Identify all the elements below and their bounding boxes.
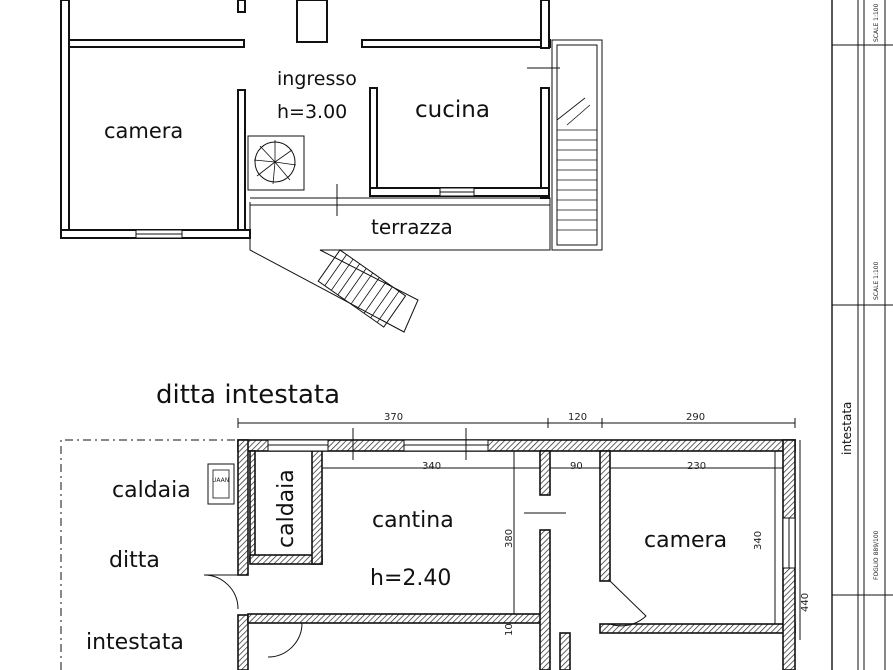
wall-kitchen-top — [361, 39, 551, 48]
scale-label-top: SCALE 1:100 — [873, 3, 880, 42]
wall-camera-left-lower — [599, 450, 611, 582]
room-label-camera-upper: camera — [104, 119, 183, 143]
room-label-camera-lower: camera — [644, 528, 727, 553]
lower-floor-plan: ditta intestata 370 120 290 340 90 230 — [60, 380, 811, 670]
scale-label-mid: SCALE 1:100 — [873, 261, 880, 300]
dim-120: 120 — [568, 412, 587, 423]
wall-lower-left — [237, 439, 249, 576]
terrace-outline — [249, 197, 551, 333]
wall-entry-door — [296, 0, 328, 43]
foglio-label: FOGLIO 889/100 — [873, 530, 880, 580]
title-intestata: intestata — [840, 402, 854, 455]
meter-box-label: UAAN — [212, 477, 229, 484]
door-cantina-bottom — [267, 622, 303, 658]
room-height-ingresso: h=3.00 — [277, 101, 347, 123]
upper-floor-plan: camera ingresso h=3.00 cucina terrazza — [60, 0, 603, 333]
dim-340-inner: 340 — [422, 461, 441, 472]
spiral-stair — [247, 135, 305, 191]
wall-caldaia-right — [311, 450, 323, 565]
wall-top-stub — [237, 0, 246, 13]
dim-340-side: 340 — [753, 531, 764, 550]
room-label-ingresso: ingresso — [277, 68, 357, 90]
right-stair — [527, 39, 603, 251]
dim-440: 440 — [800, 593, 811, 612]
wall-camera-top — [68, 39, 245, 48]
label-caldaia-outside: caldaia — [112, 478, 191, 503]
diagonal-stair — [317, 249, 407, 328]
label-caldaia-inside: caldaia — [274, 469, 299, 548]
wall-mid-upper — [539, 450, 551, 496]
wall-kitchen-right — [540, 87, 550, 199]
dim-10: 10 — [504, 623, 515, 636]
dim-290: 290 — [686, 412, 705, 423]
label-intestata: intestata — [86, 630, 184, 655]
dim-230: 230 — [687, 461, 706, 472]
owner-heading: ditta intestata — [156, 380, 340, 410]
wall-cantina-bottom — [247, 613, 549, 624]
room-label-cucina: cucina — [415, 97, 490, 123]
wall-camera-right — [237, 89, 246, 231]
room-label-terrazza: terrazza — [371, 215, 453, 239]
dim-380: 380 — [504, 529, 515, 548]
property-boundary — [60, 439, 238, 670]
meter-box: UAAN — [207, 463, 235, 505]
wall-kitchen-left — [369, 87, 378, 191]
door-exterior — [203, 574, 239, 610]
room-height-cantina: h=2.40 — [370, 566, 451, 591]
dim-370: 370 — [384, 412, 403, 423]
wall-lower-bottom-stub — [559, 632, 571, 670]
room-label-cantina: cantina — [372, 508, 454, 533]
wall-mid-lower — [539, 529, 551, 670]
door-camera-lower — [609, 580, 647, 627]
dim-90: 90 — [570, 461, 583, 472]
title-block: SCALE 1:100 SCALE 1:100 intestata FOGLIO… — [831, 0, 893, 670]
wall-top-right-stub — [540, 0, 550, 49]
wall-caldaia-left — [249, 450, 256, 562]
wall-camera-left — [60, 0, 70, 239]
wall-lower-left-low — [237, 614, 249, 670]
label-ditta: ditta — [109, 548, 160, 573]
